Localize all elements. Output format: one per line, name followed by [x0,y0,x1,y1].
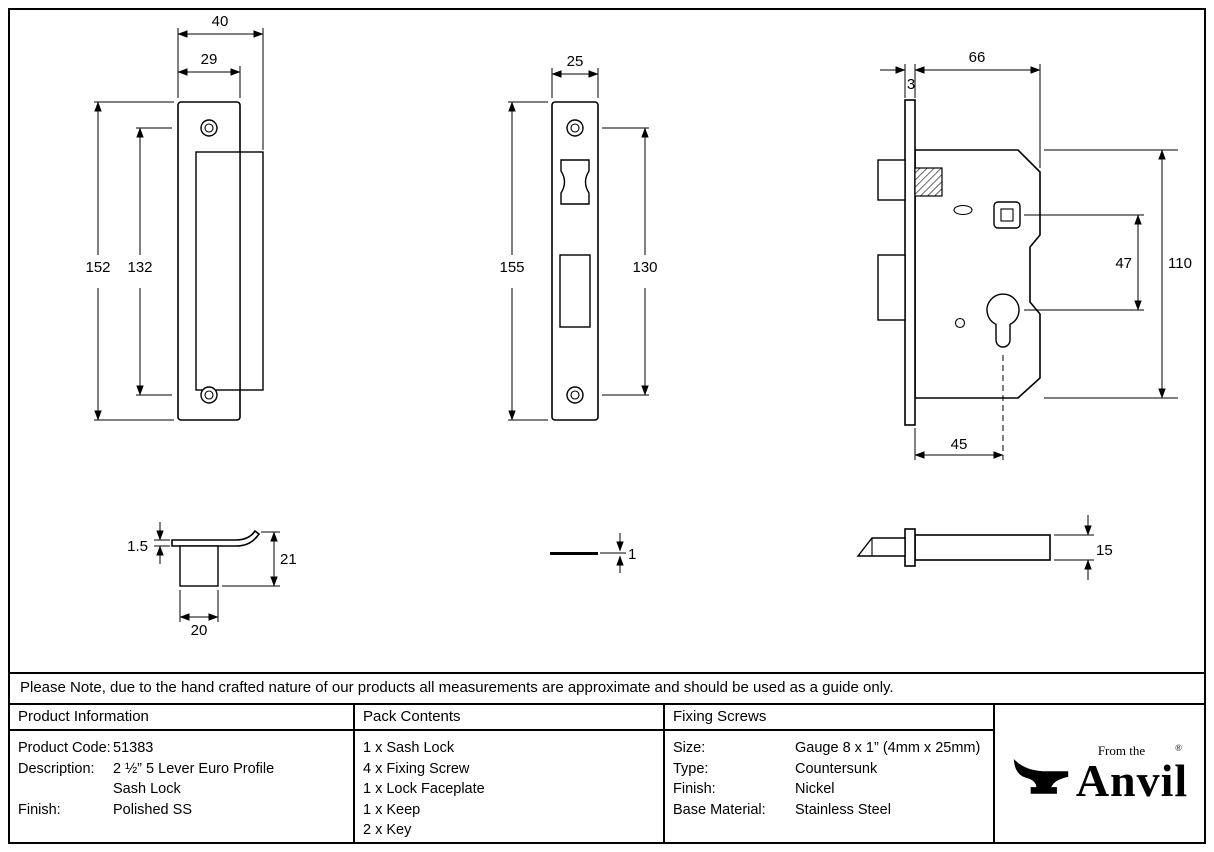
keep-slot [195,151,241,391]
logo-brand-name: Anvil [1075,754,1189,806]
info-table: Product Information Product Code: 51383 … [10,703,1204,842]
latch-bolt [877,159,906,201]
screw-hole [566,386,584,404]
screw-hole [566,119,584,137]
deadbolt-cutout [559,254,591,328]
table-row: Sash Lock [113,781,181,797]
dim-keep-height-centres: 132 [127,259,152,276]
list-item: 1 x Keep [363,801,421,818]
screw-hole-inner [204,390,214,400]
dim-keep-width-plate: 29 [201,51,218,68]
keep-profile-view: 1.5 21 20 [127,522,297,639]
fixing-screws-header: Fixing Screws [665,705,993,731]
fixing-hole [954,317,966,329]
dim-faceplate-height-centres: 130 [632,259,657,276]
dim-keep-width-overall: 40 [212,13,229,30]
lock-body-profile-view: 15 [856,515,1113,580]
lock-case-edge [914,534,1051,561]
table-row: Finish: Polished SS [18,801,192,818]
pack-contents-column: Pack Contents 1 x Sash Lock 4 x Fixing S… [355,705,665,842]
dim-faceplate-height-overall: 155 [499,259,524,276]
dim-lock-backset: 45 [951,436,968,453]
list-item: 2 x Key [363,822,412,838]
dim-faceplate-width: 25 [567,53,584,70]
faceplate-edge [904,528,916,567]
spindle-square [1000,208,1014,222]
dim-lock-height: 110 [1168,255,1192,272]
keep-front-view: 40 29 152 132 [85,13,264,421]
registered-mark: ® [1175,742,1182,753]
screw-hole-inner [570,390,580,400]
dim-lock-side-thickness: 15 [1096,542,1113,559]
fixing-screws-column: Fixing Screws Size: Gauge 8 x 1” (4mm x … [665,705,995,842]
keep-box-profile [179,545,219,587]
list-item: 1 x Lock Faceplate [363,781,485,797]
table-row: Size: Gauge 8 x 1” (4mm x 25mm) [673,740,981,756]
pack-contents-header: Pack Contents [355,705,663,731]
table-row: Finish: Nickel [673,781,835,797]
dim-lock-centres: 47 [1115,255,1132,272]
euro-cylinder-cutout [986,293,1020,348]
dim-keep-depth: 21 [280,551,297,568]
logo-tagline: From the® [1097,742,1182,758]
product-information-header: Product Information [10,705,353,731]
table-row: Type: Countersunk [673,760,878,777]
dim-keep-box-width: 20 [191,622,208,639]
latch-bolt-edge [856,537,906,557]
list-item: 4 x Fixing Screw [363,760,470,777]
brand-logo: From the® Anvil [995,705,1204,842]
faceplate-edge [550,552,598,555]
screw-hole [200,119,218,137]
product-information-column: Product Information Product Code: 51383 … [10,705,355,842]
screw-hole [200,386,218,404]
list-item: 1 x Sash Lock [363,740,455,756]
latch-bolt-hatched [914,167,943,197]
table-row: Description: 2 ½” 5 Lever Euro Profile [18,760,275,777]
screw-hole-inner [570,123,580,133]
deadbolt [877,254,906,321]
faceplate-front-view: 25 155 130 [499,53,658,421]
dim-keep-thickness: 1.5 [127,538,148,555]
faceplate-profile-view: 1 [550,533,636,573]
latch-cutout [560,159,590,205]
keep-lip [239,151,264,391]
datasheet: 40 29 152 132 [8,8,1206,844]
table-row: Base Material: Stainless Steel [673,801,891,818]
dim-faceplate-side-thickness: 1 [628,546,636,563]
spindle-follower [993,201,1021,229]
lock-body-view: 66 3 110 47 45 [877,49,1192,460]
technical-drawings: 40 29 152 132 [10,10,1204,672]
note-bar: Please Note, due to the hand crafted nat… [10,672,1204,703]
fixing-slot [953,204,973,216]
dim-keep-height-overall: 152 [85,259,110,276]
keep-lip-profile [171,529,261,547]
lock-faceplate-edge [904,99,916,426]
screw-hole-inner [204,123,214,133]
dim-faceplate-thickness: 3 [907,76,915,93]
note-text: Please Note, due to the hand crafted nat… [20,679,894,696]
anvil-icon [1013,758,1068,794]
dim-lock-depth: 66 [969,49,986,66]
table-row: Product Code: 51383 [18,740,154,756]
